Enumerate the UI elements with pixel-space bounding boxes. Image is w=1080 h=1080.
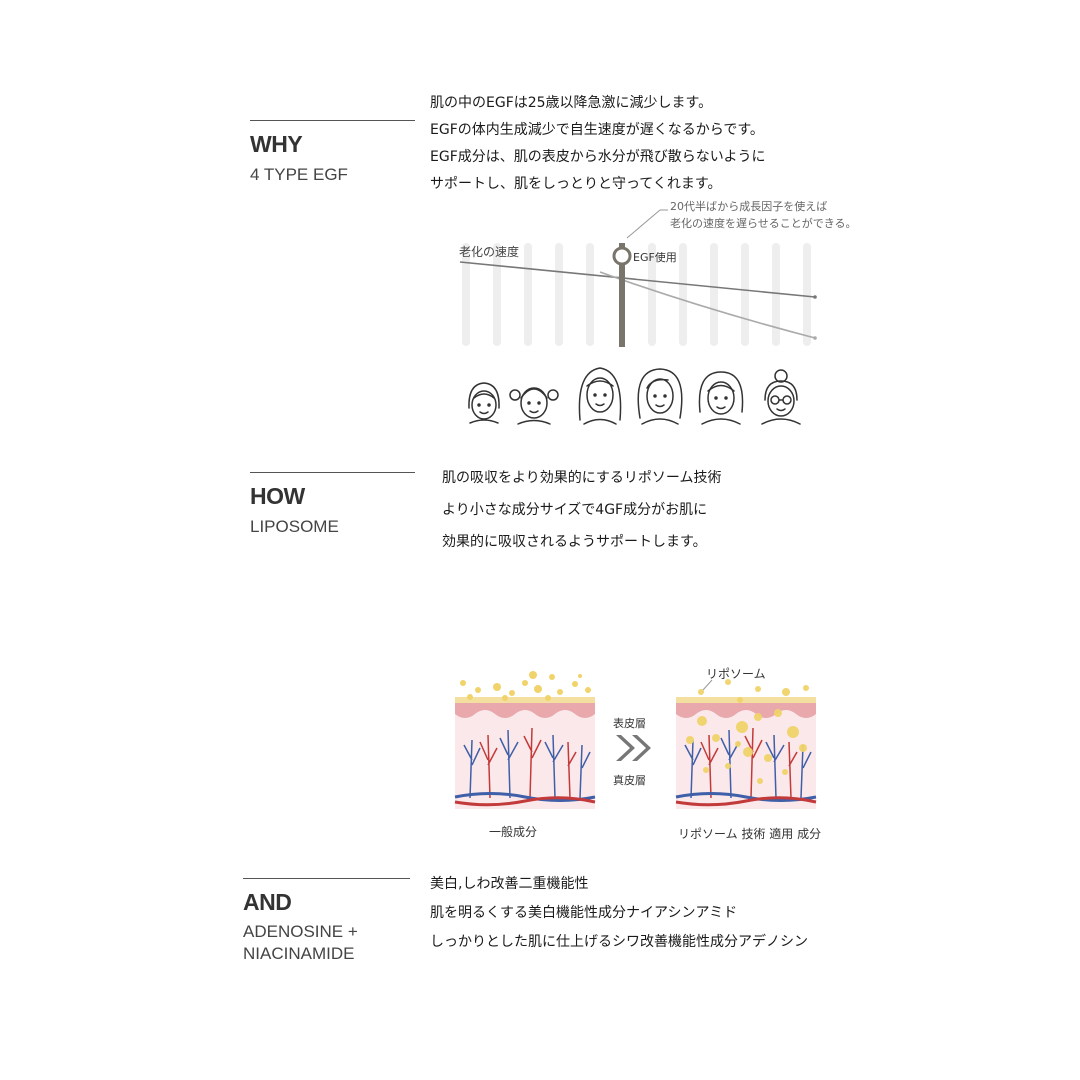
egf-marker-circle [612, 246, 632, 266]
epidermis-label: 表皮層 [613, 717, 646, 730]
why-line: サポートし、肌をしっとりと守ってくれます。 [430, 176, 722, 192]
double-chevron-arrow-icon [616, 735, 651, 761]
liposome-label: リポソーム [706, 667, 766, 681]
and-line: しっかりとした肌に仕上げるシワ改善機能性成分アデノシン [430, 934, 808, 950]
chart-background-bars [462, 243, 811, 346]
line-end-dot [813, 336, 817, 340]
middle-aged-woman-face-icon [698, 371, 744, 425]
how-heading: HOW [250, 483, 305, 509]
how-divider [250, 472, 415, 473]
and-line: 美白,しわ改善二重機能性 [430, 876, 589, 892]
young-woman-face-icon [578, 367, 622, 425]
liposome-ingredient-caption: リポソーム 技術 適用 成分 [678, 827, 822, 841]
egf-marker-pole [619, 243, 625, 347]
egf-marker-label: EGF使用 [633, 251, 677, 264]
and-body: 美白,しわ改善二重機能性 肌を明るくする美白機能性成分ナイアシンアミド しっかり… [430, 870, 808, 957]
why-line: 肌の中のEGFは25歳以降急激に減少します。 [430, 95, 713, 111]
how-line: より小さな成分サイズで4GF成分がお肌に [442, 502, 708, 518]
and-subheading: ADENOSINE + NIACINAMIDE [243, 921, 358, 965]
general-ingredient-caption: 一般成分 [489, 825, 538, 839]
why-line: EGFの体内生成減少で自生速度が遅くなるからです。 [430, 122, 764, 138]
adult-woman-face-icon [637, 368, 683, 425]
how-body: 肌の吸収をより効果的にするリポソーム技術 より小さな成分サイズで4GF成分がお肌… [442, 462, 721, 558]
child-face-icon [468, 382, 500, 424]
egf-note: 20代半ばから成長因子を使えば 老化の速度を遅らせることができる。 [670, 198, 857, 232]
how-line: 肌の吸収をより効果的にするリポソーム技術 [442, 470, 722, 486]
and-subheading-line: NIACINAMIDE [243, 944, 355, 963]
egf-slowed-line [599, 271, 816, 339]
and-heading: AND [243, 889, 292, 915]
and-line: 肌を明るくする美白機能性成分ナイアシンアミド [430, 905, 738, 921]
skin-cross-section-liposome [675, 679, 817, 809]
and-divider [243, 878, 410, 879]
dermis-label: 真皮層 [613, 774, 646, 787]
skin-cross-section-general [454, 671, 596, 809]
how-line: 効果的に吸収されるようサポートします。 [442, 534, 707, 550]
aging-speed-label: 老化の速度 [459, 245, 520, 259]
why-divider [250, 120, 415, 121]
egf-note-line: 老化の速度を遅らせることができる。 [670, 217, 857, 230]
elderly-woman-glasses-face-icon [761, 369, 801, 425]
girl-pigtails-face-icon [509, 387, 559, 425]
egf-note-line: 20代半ばから成長因子を使えば [670, 200, 828, 213]
why-heading: WHY [250, 131, 303, 157]
line-end-dot [813, 295, 817, 299]
how-subheading: LIPOSOME [250, 517, 339, 536]
note-leader-line [626, 209, 668, 239]
why-body: 肌の中のEGFは25歳以降急激に減少します。 EGFの体内生成減少で自生速度が遅… [430, 90, 765, 198]
aging-speed-line [459, 261, 816, 298]
why-line: EGF成分は、肌の表皮から水分が飛び散らないように [430, 149, 766, 165]
why-subheading: 4 TYPE EGF [250, 165, 348, 184]
and-subheading-line: ADENOSINE + [243, 922, 358, 941]
